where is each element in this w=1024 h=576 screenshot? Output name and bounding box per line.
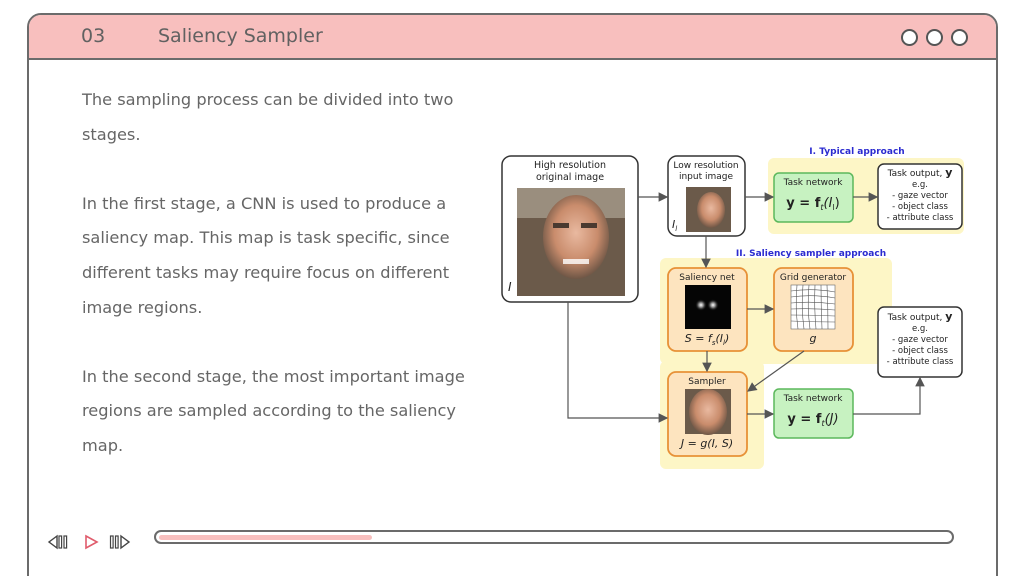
diagram-arrows [567, 192, 925, 423]
slide-window: 03 Saliency Sampler The sampling process… [27, 13, 998, 576]
paragraph-first-stage: In the first stage, a CNN is used to pro… [82, 193, 450, 317]
svg-text:e.g.: e.g. [912, 324, 928, 334]
circle-icon[interactable] [951, 29, 968, 46]
svg-text:- gaze vector: - gaze vector [892, 335, 948, 345]
paragraph-second-stage: In the second stage, the most important … [82, 366, 465, 455]
slide-number: 03 [81, 25, 106, 47]
svg-text:Task output, y: Task output, y [887, 310, 953, 323]
hires-face-image [517, 188, 625, 296]
svg-text:- attribute class: - attribute class [887, 357, 954, 367]
sampler-approach-title: II. Saliency sampler approach [736, 249, 886, 259]
saliency-sampler-diagram: High resolution original image I Low res… [501, 129, 967, 474]
lowres-face-image [686, 187, 731, 232]
title-bar: 03 Saliency Sampler [29, 15, 996, 60]
lowres-var-sub: l [675, 225, 677, 233]
sampled-face-image [685, 389, 731, 435]
svg-text:- attribute class: - attribute class [887, 213, 954, 223]
grid-var: g [810, 332, 817, 345]
circle-icon[interactable] [901, 29, 918, 46]
lowres-label-2: input image [679, 172, 734, 182]
body-text: The sampling process can be divided into… [82, 83, 482, 464]
svg-text:Il: Il [672, 218, 677, 233]
lowres-var: I [672, 218, 675, 231]
circle-icon[interactable] [926, 29, 943, 46]
hires-label-1: High resolution [534, 160, 606, 171]
svg-text:- object class: - object class [892, 202, 948, 212]
grid-generator-label: Grid generator [780, 273, 846, 283]
play-icon[interactable] [83, 534, 99, 550]
hires-var: I [508, 280, 512, 294]
task-network-2-label: Task network [783, 394, 844, 404]
rewind-icon[interactable] [47, 534, 69, 550]
svg-text:y = ft(J): y = ft(J) [787, 412, 838, 428]
svg-text:Task output, y: Task output, y [887, 166, 953, 179]
warped-grid-image [790, 284, 836, 330]
progress-fill [159, 535, 372, 540]
sampler-label: Sampler [688, 377, 726, 387]
window-controls [901, 29, 968, 46]
paragraph-stages: The sampling process can be divided into… [82, 90, 454, 144]
svg-text:e.g.: e.g. [912, 180, 928, 190]
svg-text:S = fs(Il): S = fs(Il) [685, 332, 730, 347]
svg-text:- gaze vector: - gaze vector [892, 191, 948, 201]
player-controls [29, 527, 996, 557]
svg-text:- object class: - object class [892, 346, 948, 356]
task-network-1-label: Task network [783, 178, 844, 188]
saliency-map-image [685, 285, 731, 329]
slide-title: Saliency Sampler [158, 25, 323, 47]
task-output-1-title: Task output, [887, 169, 946, 179]
saliency-net-label: Saliency net [679, 273, 735, 283]
lowres-label-1: Low resolution [673, 161, 738, 171]
typical-approach-title: I. Typical approach [809, 147, 904, 157]
progress-bar[interactable] [154, 530, 954, 544]
task-output-2-title: Task output, [887, 313, 946, 323]
svg-text:y = ft(Il): y = ft(Il) [786, 196, 839, 212]
sampler-eq: J = g(I, S) [679, 437, 733, 450]
hires-label-2: original image [536, 172, 604, 183]
fast-forward-icon[interactable] [109, 534, 131, 550]
